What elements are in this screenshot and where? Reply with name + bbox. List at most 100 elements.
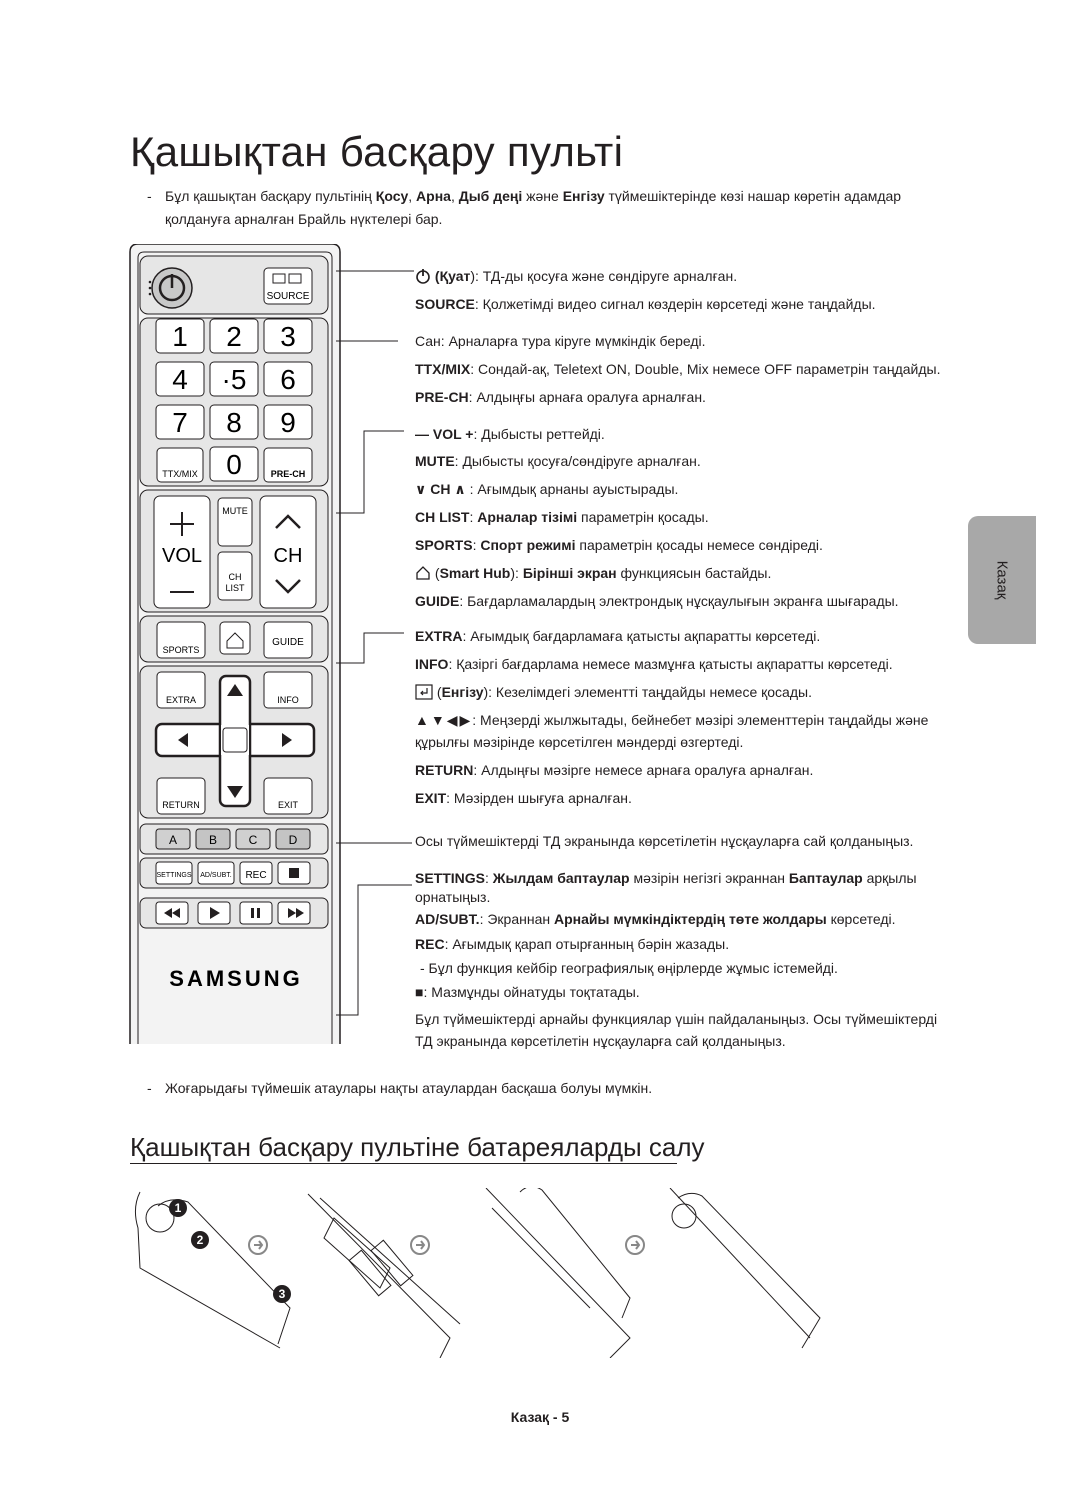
description-line: RETURN: Алдыңғы мәзірге немесе арнаға ор… <box>415 761 813 779</box>
intro-segment: , <box>408 188 417 204</box>
description-line: GUIDE: Бағдарламалардың электрондық нұсқ… <box>415 592 899 610</box>
intro-segment: түймешіктерінде көзі нашар көретін адамд… <box>604 188 902 204</box>
description-text: функциясын бастайды. <box>616 565 772 581</box>
description-label: CH LIST <box>415 509 470 525</box>
battery-section-title: Қашықтан басқару пультіне батареяларды с… <box>130 1132 705 1162</box>
description-line: INFO: Қазіргі бағдарлама немесе мазмұнға… <box>415 655 893 673</box>
digit-label: 3 <box>280 321 296 352</box>
description-line: құрылғы мәзірінде көрсетілген мәндерді ө… <box>415 733 743 751</box>
digit-button <box>155 318 205 354</box>
description-text: : Қолжетімді видео сигнал көздерін көрсе… <box>474 296 876 312</box>
intro-line-2: қолдануға арналған Брайль нүктелері бар. <box>165 211 443 227</box>
description-text: ТД экранында көрсетілетін нұсқауларға са… <box>415 1033 786 1049</box>
exit-label: EXIT <box>278 800 299 810</box>
arrows-icon: ▲▼◀▶ <box>415 712 473 728</box>
description-label: INFO <box>415 656 449 672</box>
description-line: — VOL +: Дыбысты реттейді. <box>415 425 605 443</box>
description-text: арқылы <box>862 870 917 886</box>
description-label: Бірінші экран <box>522 565 617 581</box>
intro-segment: Енгізу <box>562 188 605 204</box>
bottom-note: - Жоғарыдағы түймешік атаулары нақты ата… <box>147 1077 653 1100</box>
source-label: SOURCE <box>267 291 310 302</box>
description-line: REC: Ағымдық қарап отырғанның бәрін жаза… <box>415 935 729 953</box>
bottom-note-text: Жоғарыдағы түймешік атаулары нақты атаул… <box>165 1080 653 1096</box>
media-buttons <box>155 901 311 925</box>
description-text: ( <box>431 565 440 581</box>
description-label: AD/SUBT. <box>415 911 480 927</box>
description-text: : Экраннан <box>479 911 554 927</box>
digit-label: 6 <box>280 364 296 395</box>
pre-ch-button <box>263 447 313 483</box>
color-button-b <box>195 828 231 850</box>
description-line: EXIT: Мәзірден шығуға арналған. <box>415 789 632 807</box>
digit-label: 1 <box>172 321 188 352</box>
description-text: : Дыбысты реттейді. <box>473 426 605 442</box>
description-text: : Бағдарламалардың электрондық нұсқаулығ… <box>459 593 899 609</box>
color-button-label: D <box>289 833 298 847</box>
step-marker <box>169 1199 187 1217</box>
ch-list-button <box>217 551 253 601</box>
description-text: : Қазіргі бағдарлама немесе мазмұнға қат… <box>448 656 893 672</box>
info-label: INFO <box>277 695 299 705</box>
digit-button <box>155 404 205 440</box>
color-button-label: C <box>249 833 258 847</box>
vol-rocker <box>153 495 211 609</box>
description-text: : Алдыңғы арнаға оралуға арналған. <box>468 389 706 405</box>
digit-button <box>155 361 205 397</box>
description-line: MUTE: Дыбысты қосуға/сөндіруге арналған. <box>415 452 701 470</box>
description-text: : Сондай-ақ, Teletext ON, Double, Mix не… <box>470 361 941 377</box>
exit-button <box>263 777 313 815</box>
step-marker <box>273 1285 291 1303</box>
color-button-label: A <box>169 833 177 847</box>
digit-label: 9 <box>280 407 296 438</box>
description-text: : Ағымдық арнаны ауыстырады. <box>469 481 679 497</box>
return-label: RETURN <box>162 800 200 810</box>
callout-lines <box>336 270 414 1016</box>
prech-label: PRE-CH <box>271 469 306 479</box>
power-icon <box>415 268 435 284</box>
step-number: 2 <box>197 1233 204 1247</box>
digit-button <box>263 361 313 397</box>
description-line: (Қуат): ТД-ды қосуға және сөндіруге арна… <box>415 267 737 285</box>
ttx-label: TTX/MIX <box>162 469 198 479</box>
intro-segment: Қосу <box>375 188 409 204</box>
guide-label: GUIDE <box>272 637 304 648</box>
description-line: Бұл түймешіктерді арнайы функциялар үшін… <box>415 1010 937 1028</box>
ch-icon: ∨ CH ∧ <box>415 481 466 497</box>
description-line: PRE-CH: Алдыңғы арнаға оралуға арналған. <box>415 388 706 406</box>
settings-label: SETTINGS <box>156 872 191 879</box>
settings-button <box>155 861 193 885</box>
description-text: - Бұл функция кейбір географиялық өңірле… <box>420 960 838 976</box>
description-label: Жылдам баптаулар <box>492 870 630 886</box>
digit-label: ·5 <box>222 364 247 395</box>
mute-button <box>217 497 253 547</box>
guide-button <box>263 621 313 659</box>
description-label: Спорт режимі <box>480 537 576 553</box>
description-label: SPORTS <box>415 537 473 553</box>
intro-dash: - <box>147 188 152 204</box>
description-label: PRE-CH <box>415 389 469 405</box>
intro-segment: және <box>522 188 563 204</box>
step-number: 1 <box>175 1201 182 1215</box>
adsubt-button <box>197 861 235 885</box>
digit-button <box>209 318 259 354</box>
source-button <box>263 267 313 305</box>
description-label: SOURCE <box>415 296 475 312</box>
step-markers: 123 <box>169 1199 291 1303</box>
digit-label: 4 <box>172 364 188 395</box>
intro-note: - Бұл қашықтан басқару пультінің Қосу, А… <box>147 185 945 231</box>
ch-rocker <box>259 495 317 609</box>
description-text: : Алдыңғы мәзірге немесе арнаға оралуға … <box>473 762 814 778</box>
description-text: : Дыбысты қосуға/сөндіруге арналған. <box>454 453 701 469</box>
page-footer: Казақ - 5 <box>510 1409 570 1425</box>
description-label: Баптаулар <box>788 870 863 886</box>
samsung-logo: SAMSUNG <box>169 966 302 991</box>
description-text: ): Кезелімдегі элементті таңдайды немесе… <box>483 684 812 700</box>
info-button <box>263 671 313 709</box>
vol-label: VOL <box>162 545 202 567</box>
description-text: параметрін қосады. <box>577 509 709 525</box>
home-button <box>219 621 251 655</box>
description-text: ): ТД-ды қосуға және сөндіруге арналған. <box>470 268 738 284</box>
digit-button <box>209 361 259 397</box>
